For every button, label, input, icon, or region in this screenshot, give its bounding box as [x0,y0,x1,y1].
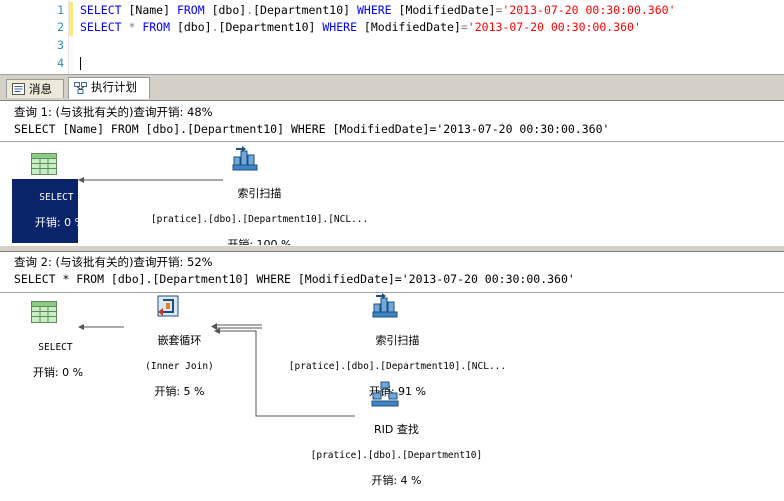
nested-loop-icon[interactable] [155,293,181,319]
query1-cost-text: 查询 1: (与该批有关的)查询开销: 48% [14,105,213,119]
rid-lookup-icon[interactable] [371,381,399,407]
code-token: [ModifiedDate] [398,3,496,17]
code-token: [Department10] [253,3,357,17]
code-token: '2013-07-20 00:30:00.360' [502,3,676,17]
node-name: 索引扫描 [375,333,420,347]
code-token: [dbo] [176,20,212,34]
query1-plan-connectors [78,177,223,183]
query2-arrowhead-rid [214,328,220,334]
query2-plan-connectors [78,323,355,417]
node-object: [pratice].[dbo].[Department10].[NCL... [150,213,369,225]
selection-margin [68,0,73,74]
code-token: SELECT [80,20,129,34]
plan-icon [74,82,87,94]
query2-arrowhead-select [78,324,84,330]
node-cost: 开销: 0 % [32,365,84,379]
sql-editor[interactable]: 1 2 3 4 SELECT [Name] FROM [dbo].[Depart… [0,0,784,75]
query2-header: 查询 2: (与该批有关的)查询开销: 52% SELECT * FROM [d… [0,252,784,293]
code-token: * [128,20,143,34]
index-scan-icon[interactable] [372,292,400,320]
index-scan-icon[interactable] [232,145,260,173]
query2-arrowhead-scan [211,323,217,330]
node-name: RID 查找 [374,422,419,436]
line-number: 2 [57,20,64,34]
node-object: [pratice].[dbo].[Department10] [310,449,483,461]
select-icon[interactable] [31,153,57,175]
code-token: [Name] [128,3,177,17]
results-tab-bar: 消息 执行计划 [0,75,784,101]
code-token: '2013-07-20 00:30:00.360' [467,20,641,34]
code-token: = [495,3,503,17]
tab-messages[interactable]: 消息 [6,79,64,98]
tab-messages-label: 消息 [29,82,52,96]
node-name: SELECT [38,341,73,353]
code-token: [ModifiedDate] [363,20,461,34]
messages-icon [12,83,25,95]
node-cost: 开销: 4 % [371,473,422,487]
text-cursor [80,57,81,70]
code-line[interactable]: SELECT * FROM [dbo].[Department10] WHERE… [80,20,641,34]
node-name: SELECT [39,191,74,203]
line-number: 4 [57,56,64,70]
line-number: 1 [57,3,64,17]
query2-select-node[interactable]: SELECT 开销: 0 % [10,329,83,393]
query2-cost-line: 查询 2: (与该批有关的)查询开销: 52% [14,254,213,270]
code-token: WHERE [322,20,364,34]
change-tracking-bar [69,2,73,36]
query2-sql: SELECT * FROM [dbo].[Department10] WHERE… [14,272,575,286]
node-name: 索引扫描 [237,186,282,200]
node-cost: 开销: 0 % [34,215,86,229]
code-token: [dbo] [211,3,247,17]
query1-sql: SELECT [Name] FROM [dbo].[Department10] … [14,122,610,136]
query2-rid-node[interactable]: RID 查找 [pratice].[dbo].[Department10] 开销… [282,411,488,501]
code-token: [Department10] [218,20,323,34]
code-token: . [246,3,254,17]
tab-plan-label: 执行计划 [91,80,137,94]
pane-splitter[interactable] [0,245,784,252]
node-name: 嵌套循环 [157,333,202,347]
query2-cost-text: 查询 2: (与该批有关的)查询开销: 52% [14,255,213,269]
execution-plan-pane[interactable]: 查询 1: (与该批有关的)查询开销: 48% SELECT [Name] FR… [0,101,784,486]
code-token: WHERE [356,3,399,17]
query1-select-node[interactable]: SELECT 开销: 0 % [12,179,85,243]
line-number: 3 [57,38,64,52]
code-token: . [211,20,219,34]
node-type: (Inner Join) [145,360,214,372]
query2-loop-node[interactable]: 嵌套循环 (Inner Join) 开销: 5 % [108,322,228,412]
query2-arrow-rid [218,330,355,417]
query1-arrowhead [78,177,84,183]
code-token: SELECT [80,3,129,17]
code-token: = [460,20,468,34]
code-token: FROM [142,20,177,34]
select-icon[interactable] [31,301,57,323]
code-token: FROM [176,3,212,17]
code-line[interactable]: SELECT [Name] FROM [dbo].[Department10] … [80,3,676,17]
node-cost: 开销: 5 % [154,384,205,398]
query1-cost-line: 查询 1: (与该批有关的)查询开销: 48% [14,104,213,120]
line-number-gutter [0,0,72,74]
node-object: [pratice].[dbo].[Department10].[NCL... [288,360,507,372]
query1-header: 查询 1: (与该批有关的)查询开销: 48% SELECT [Name] FR… [0,101,784,142]
tab-execution-plan[interactable]: 执行计划 [68,77,150,99]
